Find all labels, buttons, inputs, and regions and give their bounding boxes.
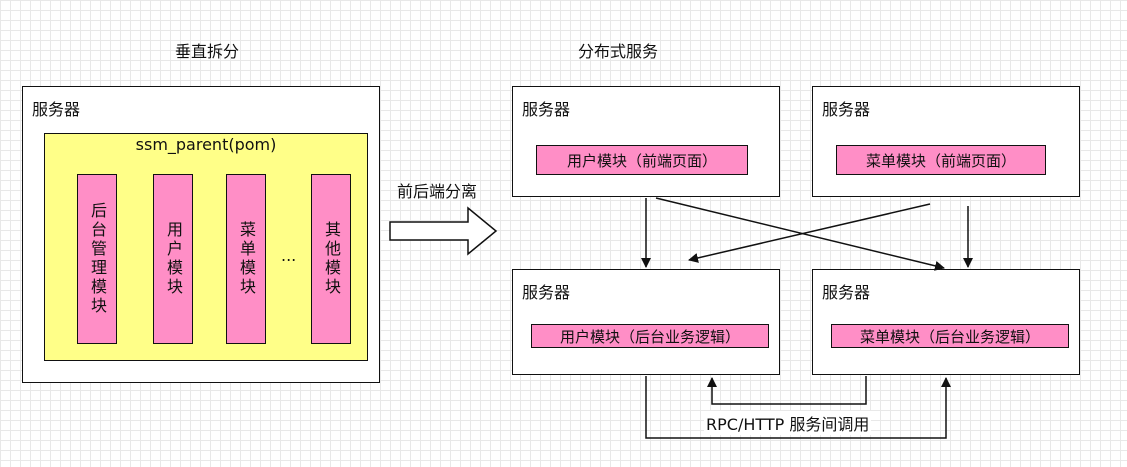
split-arrow-label: 前后端分离 (397, 182, 478, 201)
server-label: 服务器 (522, 283, 571, 302)
rpc-label: RPC/HTTP 服务间调用 (704, 411, 872, 435)
rpc-menu-to-user (707, 376, 867, 405)
ssm-parent-container: ssm_parent(pom) 后台管理模块 用户模块 菜单模块 ... 其他模… (44, 133, 368, 361)
arrow-menu-front-to-user-back (688, 203, 931, 263)
ellipsis: ... (281, 246, 297, 265)
module-menu-backend: 菜单模块（后台业务逻辑） (831, 324, 1069, 348)
pom-label: ssm_parent(pom) (135, 135, 277, 154)
rpc-user-to-menu (645, 376, 951, 439)
module-other: 其他模块 (311, 174, 351, 344)
server-label: 服务器 (822, 283, 871, 302)
monolith-server-box: 服务器 ssm_parent(pom) 后台管理模块 用户模块 菜单模块 ...… (22, 86, 380, 383)
split-arrow-icon (389, 206, 498, 256)
server-frontend-user: 服务器 用户模块（前端页面） (512, 86, 780, 197)
server-label: 服务器 (822, 100, 871, 119)
server-backend-menu: 服务器 菜单模块（后台业务逻辑） (812, 269, 1080, 375)
server-frontend-menu: 服务器 菜单模块（前端页面） (812, 86, 1080, 197)
module-menu-frontend: 菜单模块（前端页面） (836, 145, 1046, 175)
module-user-frontend: 用户模块（前端页面） (536, 145, 748, 175)
vertical-split-title: 垂直拆分 (175, 42, 240, 61)
module-admin: 后台管理模块 (77, 174, 117, 344)
module-user-backend: 用户模块（后台业务逻辑） (531, 324, 769, 348)
module-user: 用户模块 (153, 174, 193, 344)
server-backend-user: 服务器 用户模块（后台业务逻辑） (512, 269, 780, 375)
server-label: 服务器 (522, 100, 571, 119)
arrow-user-front-to-menu-back (655, 197, 945, 271)
server-label: 服务器 (32, 100, 81, 119)
module-menu: 菜单模块 (226, 174, 266, 344)
distributed-title: 分布式服务 (578, 42, 659, 61)
